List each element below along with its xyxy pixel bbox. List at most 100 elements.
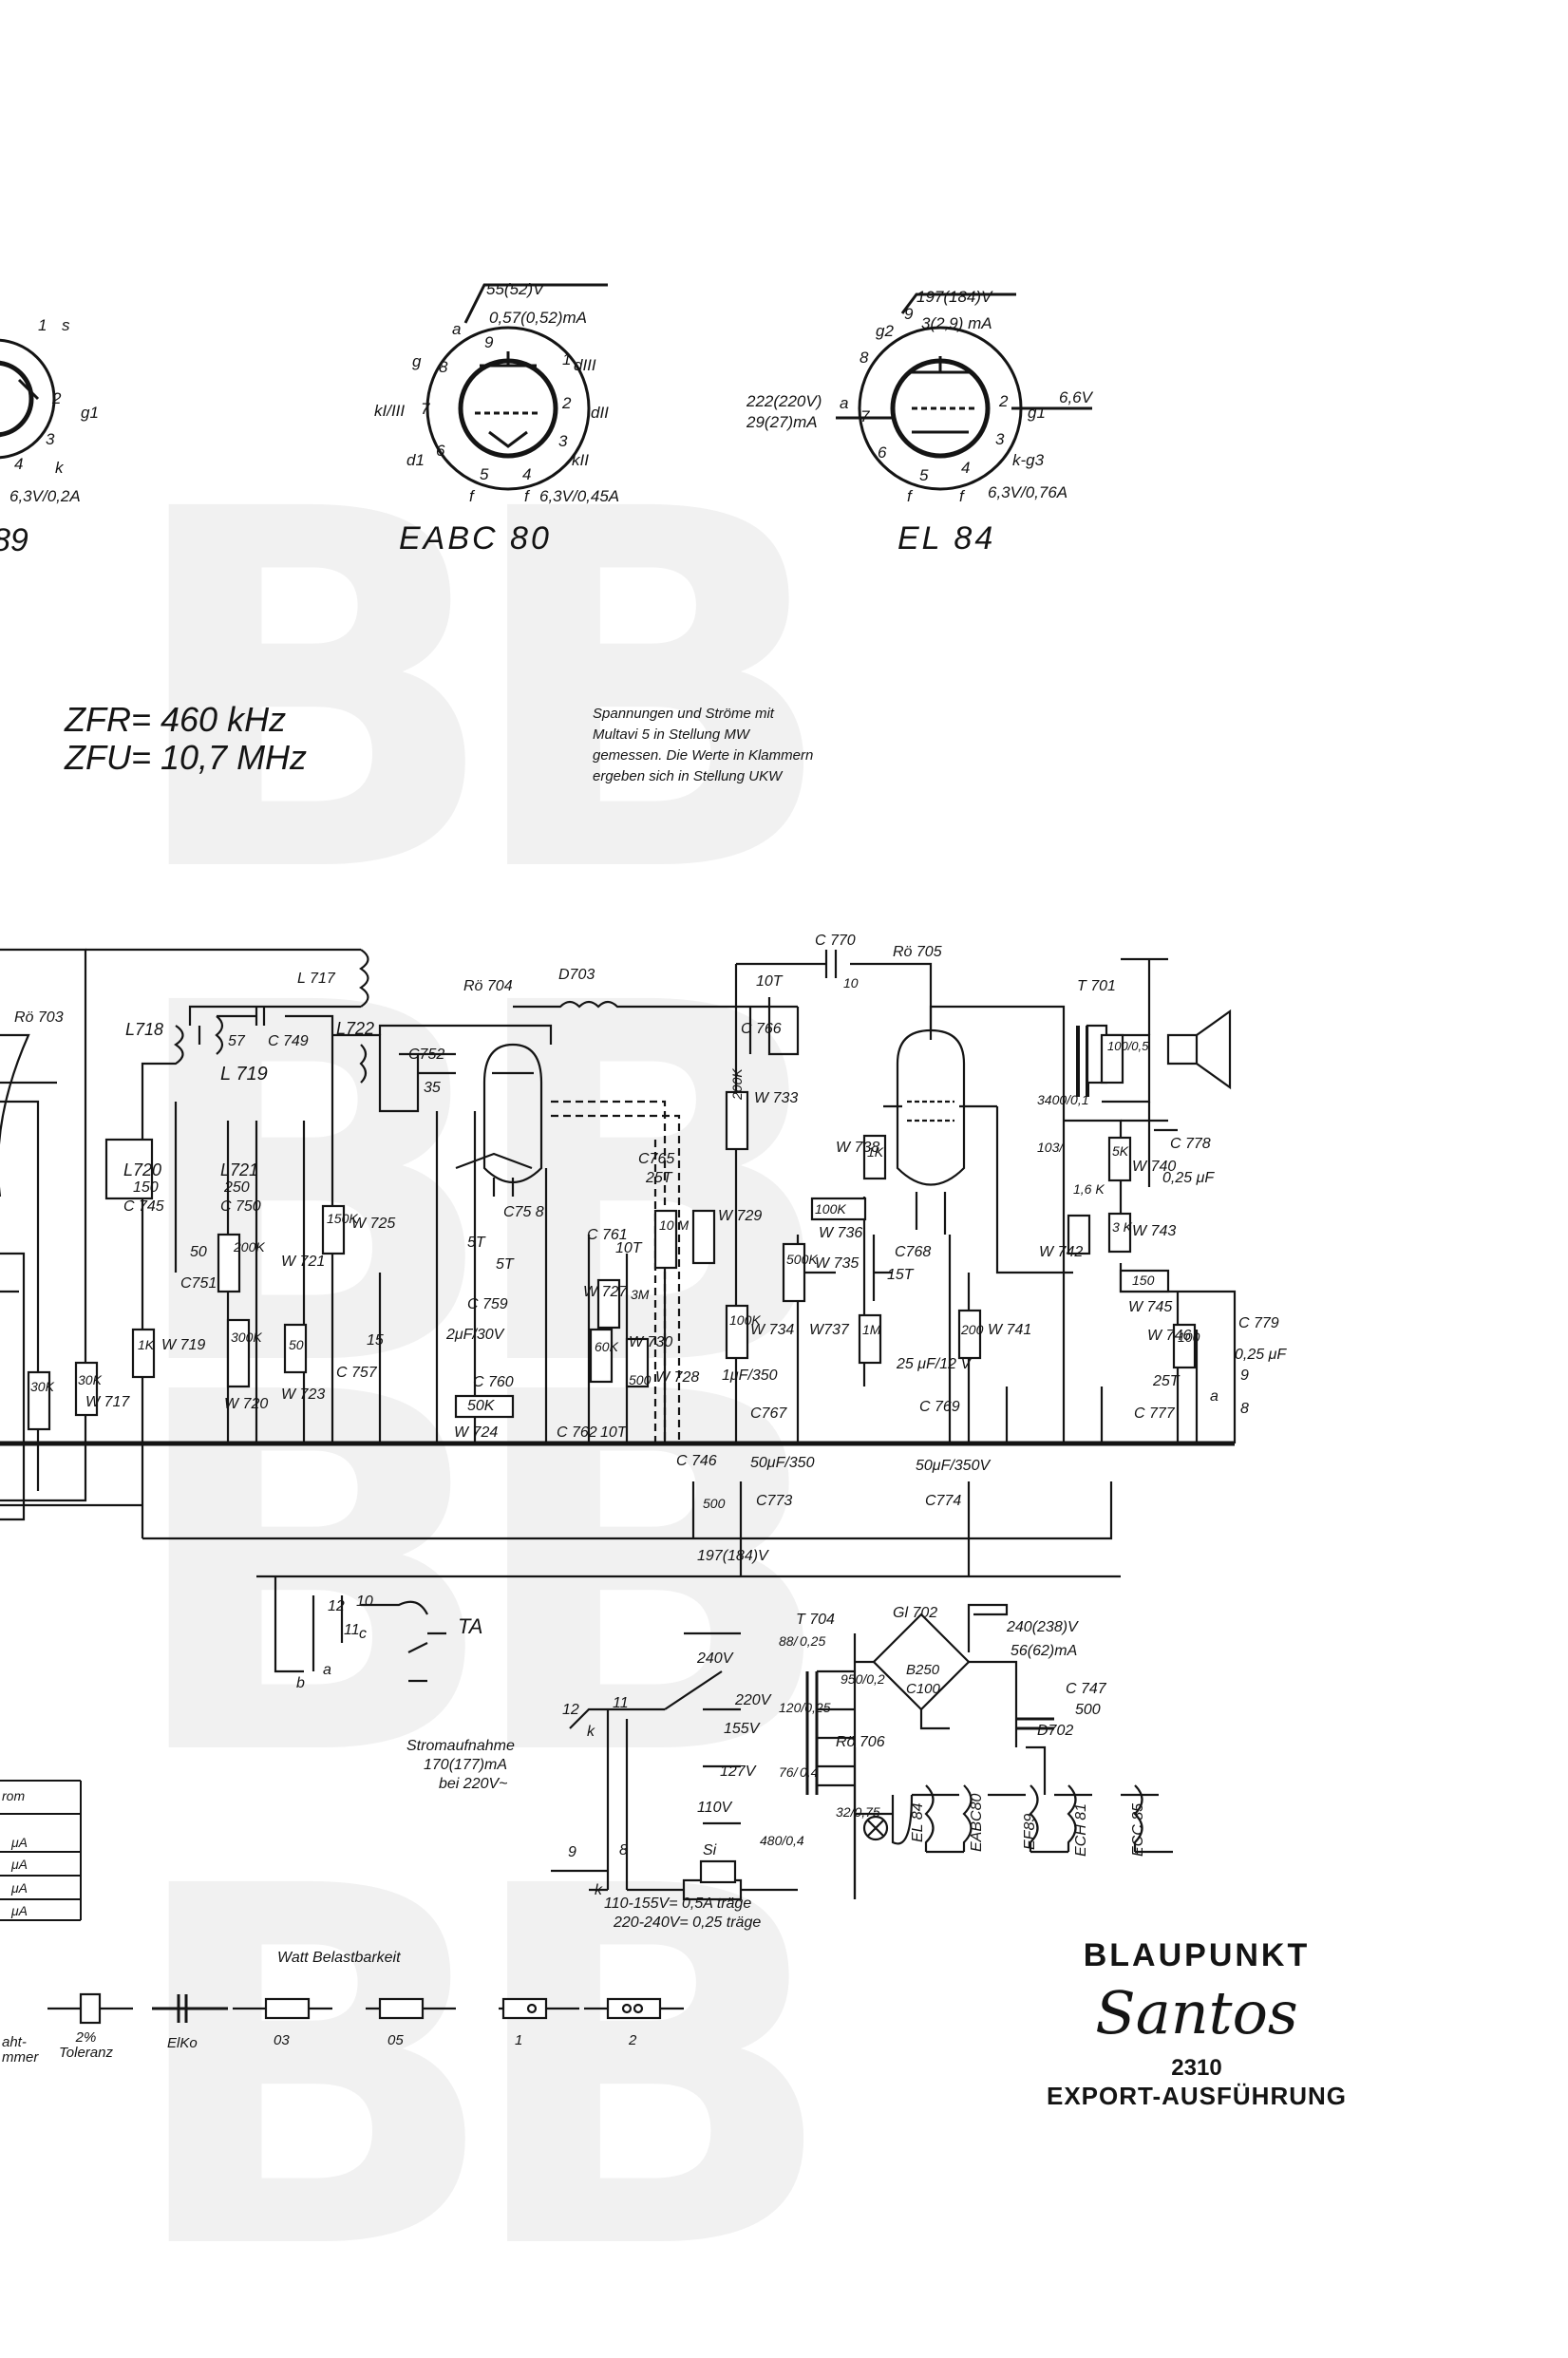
el84-pin-a: a — [840, 394, 848, 412]
label-c760-value: 2μF/30V — [446, 1327, 504, 1343]
label-t704-w2: 0,25 — [800, 1633, 826, 1649]
label-t701-value3: 100/0,5 — [1107, 1039, 1149, 1053]
label-fuse2: 220-240V= 0,25 träge — [614, 1915, 762, 1931]
label-c770: C 770 — [815, 933, 856, 949]
label-c766: C 766 — [741, 1021, 782, 1037]
el84-name: EL 84 — [897, 520, 995, 556]
label-w743-value: 3 K — [1112, 1219, 1133, 1235]
label-w738: W 738 — [836, 1140, 880, 1156]
label-w741-value: 200 — [961, 1322, 984, 1337]
label-c762: C 762 — [557, 1424, 597, 1441]
label-w742: W 742 — [1039, 1244, 1084, 1260]
label-w734-value: 100K — [729, 1312, 761, 1328]
el84-pin-8: 8 — [860, 349, 869, 367]
tube-socket-eabc80 — [425, 283, 608, 491]
label-tap240: 240V — [697, 1651, 733, 1667]
label-ro703: Rö 703 — [14, 1009, 64, 1026]
label-t704-w7: 950/0,2 — [841, 1671, 885, 1687]
label-l720: L720 — [123, 1160, 162, 1179]
el84-pin-kg3: k-g3 — [1012, 451, 1045, 469]
label-el84: EL 84 — [910, 1802, 926, 1842]
eabc80-pin-kI-III: kI/III — [374, 402, 405, 420]
label-w733: W 733 — [754, 1090, 799, 1106]
eabc80-pin-9: 9 — [484, 333, 494, 351]
eabc80-pin-dII: dII — [591, 404, 609, 422]
label-w720: W 720 — [224, 1396, 269, 1412]
label-w741: W 741 — [988, 1322, 1032, 1338]
eabc80-heater: 6,3V/0,45A — [539, 487, 619, 505]
eabc80-pin-dIII: dIII — [574, 356, 596, 374]
el84-pin-f2: f — [959, 487, 966, 505]
label-w743: W 743 — [1132, 1223, 1177, 1239]
circuit-drawing: 1 s 2 g1 3 k 4 6,3V/0,2A 89 55(52)V 0,57… — [0, 280, 1237, 2025]
label-c761: C 761 — [587, 1227, 628, 1243]
label-c751-value: 50 — [190, 1244, 207, 1260]
label-swk1: k — [587, 1724, 595, 1740]
label-tap110: 110V — [697, 1800, 732, 1816]
label-fuse1: 110-155V= 0,5A träge — [604, 1896, 752, 1912]
el84-g1-voltage: 6,6V — [1059, 388, 1094, 406]
eabc80-pin-5: 5 — [480, 465, 489, 483]
label-ef89: EF89 — [1022, 1813, 1038, 1850]
label-w719: W 719 — [161, 1337, 206, 1353]
label-c746: C 746 — [676, 1453, 717, 1469]
tube1-pin-s: s — [62, 316, 70, 334]
label-w721: W 721 — [281, 1254, 326, 1270]
el84-pin-f1: f — [907, 487, 914, 505]
legend-item-6: 2 — [629, 2032, 637, 2048]
tube1-pin-k: k — [55, 459, 65, 477]
eabc80-pin-d1: d1 — [406, 451, 425, 469]
label-l722: L722 — [336, 1019, 375, 1038]
tube1-pin-1: 1 — [38, 316, 47, 334]
label-w737: W737 — [809, 1322, 849, 1338]
label-b250: B250 — [906, 1662, 940, 1678]
label-t704-w3: 120/0,25 — [779, 1700, 831, 1715]
label-c751: C751 — [180, 1275, 217, 1292]
label-c773-value: 50μF/350 — [750, 1455, 815, 1471]
tube1-pin-3: 3 — [46, 430, 55, 448]
eabc80-pin-6: 6 — [436, 442, 445, 460]
label-w740: W 740 — [1132, 1159, 1177, 1175]
label-w730-value: 3M — [631, 1287, 650, 1302]
label-w733-value: 200K — [729, 1068, 745, 1100]
eabc80-pin-kII: kII — [572, 451, 589, 469]
label-c777-8: 8 — [1240, 1401, 1249, 1417]
label-ro704: Rö 704 — [463, 978, 513, 994]
label-w717: W 717 — [85, 1394, 130, 1410]
label-w729: W 729 — [718, 1208, 763, 1224]
label-c746-value: 500 — [703, 1496, 726, 1511]
label-c758: C75 8 — [503, 1204, 544, 1220]
label-c779-value: 0,25 μF — [1235, 1347, 1287, 1363]
label-c759: C 759 — [467, 1296, 508, 1312]
label-w737-value: 1M — [862, 1322, 881, 1337]
label-w724: W 724 — [454, 1424, 499, 1441]
el84-pin-3: 3 — [995, 430, 1005, 448]
label-l719-57: 57 — [228, 1033, 245, 1049]
label-sw8: 8 — [619, 1842, 628, 1858]
legend-item-2: ElKo — [167, 2035, 198, 2051]
label-c774-value: 50μF/350V — [916, 1458, 991, 1474]
zfr-label: ZFR= 460 kHz — [64, 700, 286, 739]
label-c758-5t: 5T — [467, 1235, 485, 1251]
el84-pin-9: 9 — [904, 305, 914, 323]
label-w716-value: 30K — [30, 1379, 54, 1394]
label-w721-value: 200K — [234, 1239, 265, 1254]
label-c774: C774 — [925, 1493, 962, 1509]
schematic-wires — [0, 948, 1237, 1901]
label-swk2: k — [595, 1882, 602, 1898]
label-sw9: 9 — [568, 1844, 576, 1860]
label-c747: C 747 — [1066, 1681, 1106, 1697]
label-t704-w6: 480/0,4 — [760, 1833, 804, 1848]
table-row-1: μA — [11, 1835, 28, 1850]
tube1-heater: 6,3V/0,2A — [9, 487, 81, 505]
label-c777-a: a — [1210, 1388, 1219, 1405]
label-w734: W 734 — [750, 1322, 795, 1338]
eabc80-pin-2: 2 — [561, 394, 572, 412]
eabc80-pin-1: 1 — [562, 350, 571, 368]
label-w723-value: 50 — [289, 1337, 304, 1352]
label-c767-value: 1μF/350 — [722, 1368, 778, 1384]
label-c766-value: 10T — [756, 973, 783, 990]
label-t701-value2: 103/ — [1037, 1140, 1064, 1155]
label-d702: D702 — [1037, 1723, 1074, 1739]
label-gl702: Gl 702 — [893, 1605, 938, 1621]
